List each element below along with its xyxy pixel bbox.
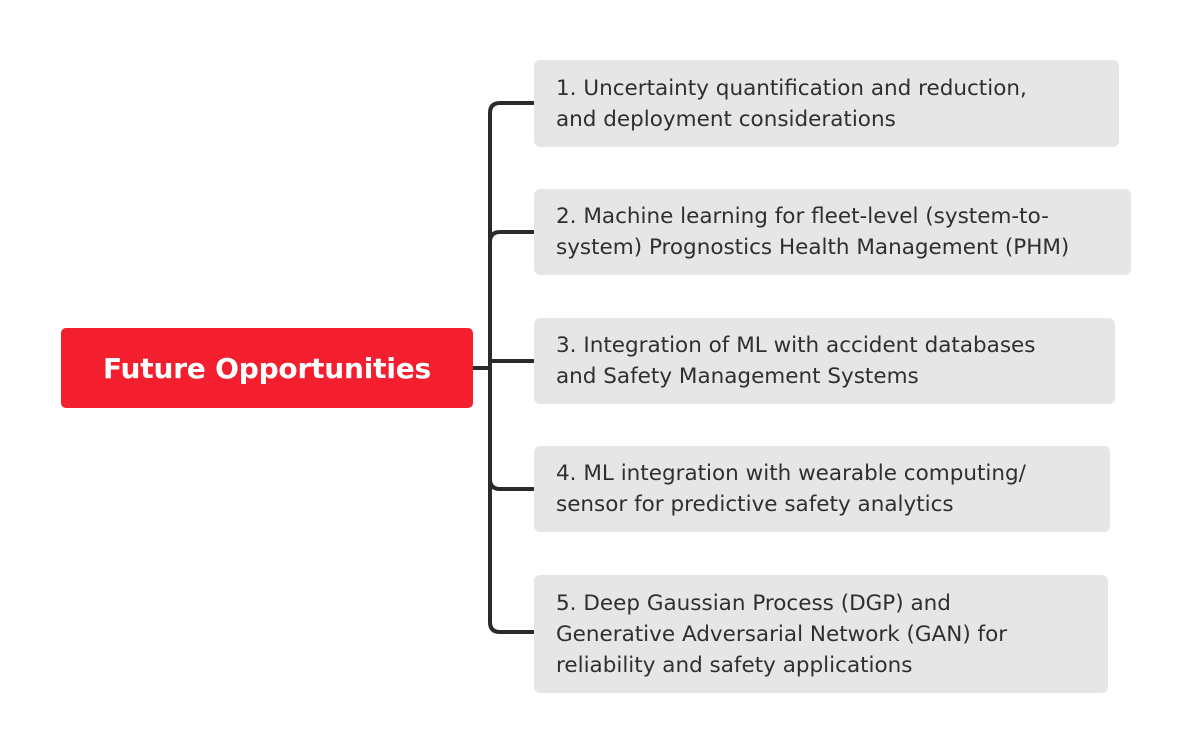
child-node-label: 2. Machine learning for fleet-level (sys… [556, 204, 1070, 260]
root-node-future-opportunities: Future Opportunities [61, 328, 473, 408]
child-node-5: 5. Deep Gaussian Process (DGP) and Gener… [534, 575, 1108, 693]
branch-line-4 [488, 477, 536, 491]
branch-line-2 [488, 230, 536, 244]
child-node-label: 4. ML integration with wearable computin… [556, 461, 1026, 517]
child-node-label: 1. Uncertainty quantification and reduct… [556, 75, 1027, 132]
child-node-2: 2. Machine learning for fleet-level (sys… [534, 189, 1131, 275]
child-node-label: 5. Deep Gaussian Process (DGP) and Gener… [556, 590, 1008, 678]
trunk-line [488, 101, 502, 634]
child-node-4: 4. ML integration with wearable computin… [534, 446, 1110, 532]
child-node-3: 3. Integration of ML with accident datab… [534, 318, 1115, 404]
child-node-1: 1. Uncertainty quantification and reduct… [534, 60, 1119, 147]
child-node-label: 3. Integration of ML with accident datab… [556, 333, 1036, 389]
root-node-label: Future Opportunities [103, 351, 431, 385]
